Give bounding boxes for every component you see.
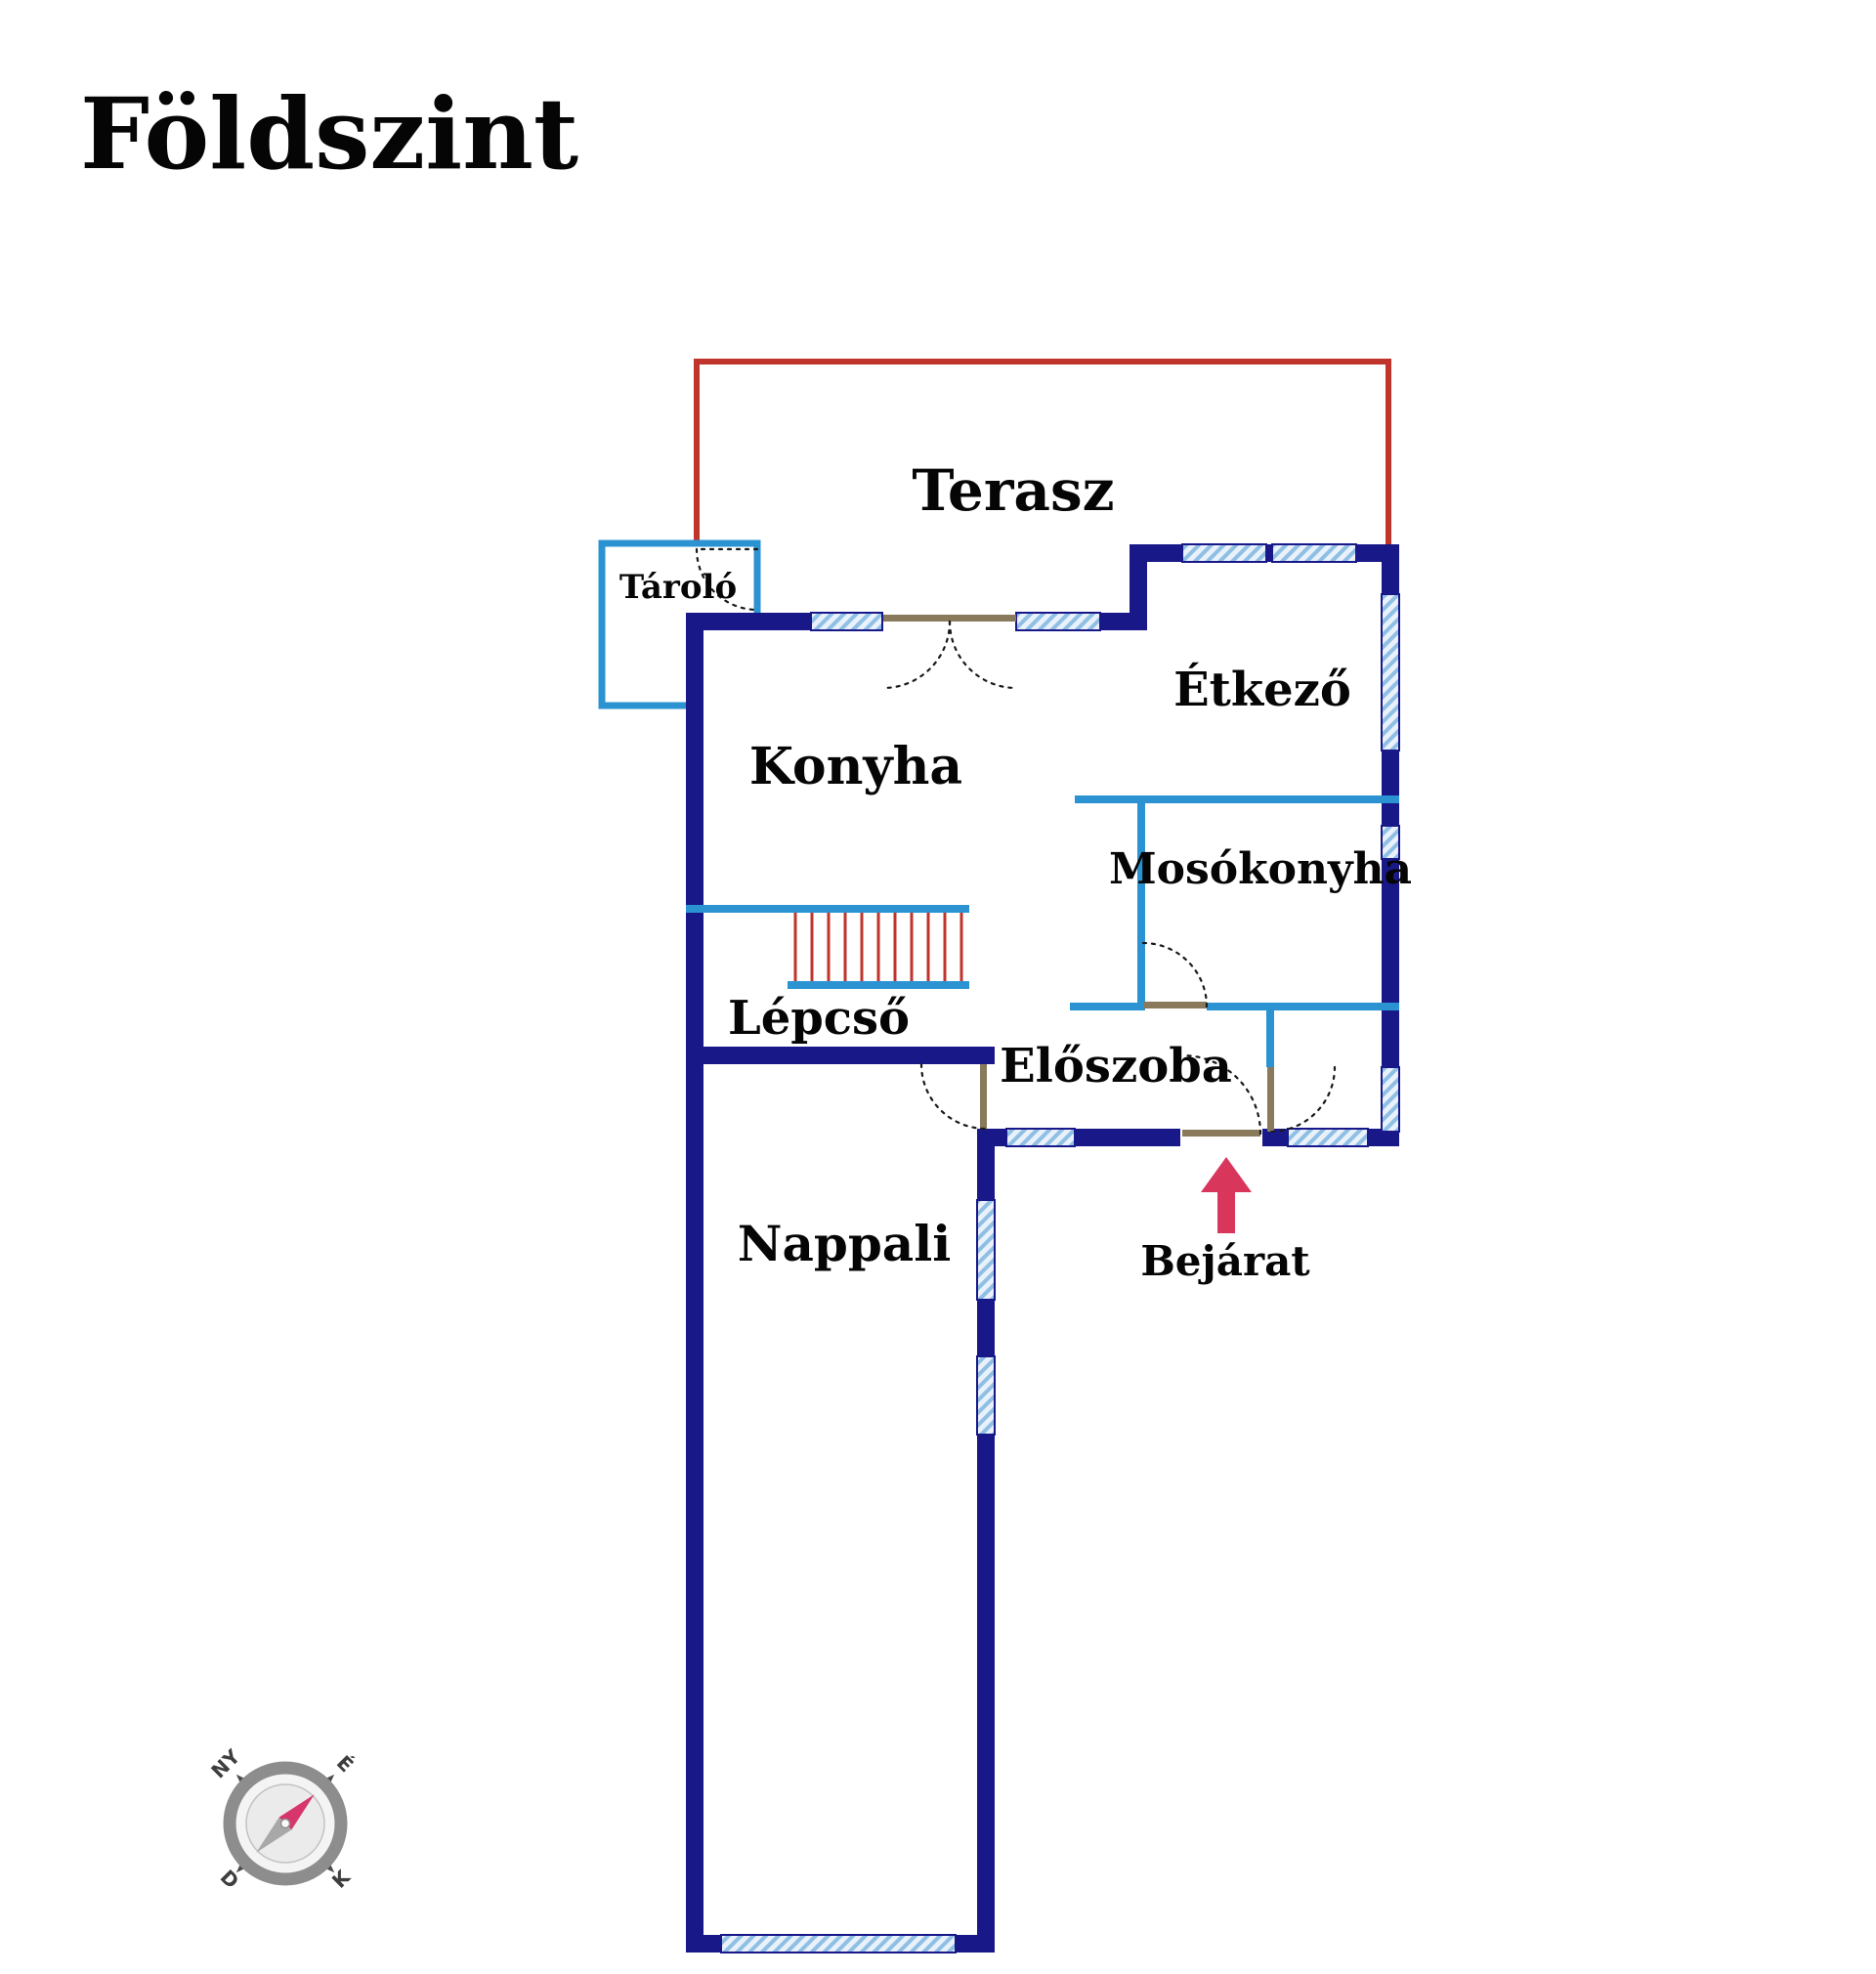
terrace-boundary-line <box>694 359 1391 547</box>
label-bejarat: Bejárat <box>1140 1237 1310 1285</box>
window-livingroom-2 <box>976 1355 996 1436</box>
kitchen-door-left-swing-arc <box>881 620 952 690</box>
window-dining-1 <box>1181 543 1267 563</box>
doors <box>881 615 1337 1137</box>
window-kitchen-top-right <box>1015 612 1101 631</box>
label-etkezo: Étkező <box>1173 662 1351 717</box>
terrace-outline <box>694 359 1391 547</box>
entrance-marker: Bejárat <box>1140 1157 1310 1285</box>
stairs-rail-bottom <box>788 981 969 989</box>
room-labels: Terasz Tároló Étkező Konyha Mosókonyha L… <box>619 457 1412 1272</box>
wall-dining-laundry <box>1075 795 1399 803</box>
stairs <box>793 913 963 981</box>
label-tarolo: Tároló <box>619 568 737 607</box>
closet-door-leaf <box>1267 1067 1274 1132</box>
wall-laundry-hall-right <box>1207 1003 1399 1010</box>
closet-door-swing-arc <box>1268 1065 1337 1134</box>
wall-laundry-hall-left <box>1070 1003 1143 1010</box>
window-bottom-right-of-entrance <box>1287 1128 1369 1147</box>
kitchen-french-door-left-leaf <box>883 615 950 622</box>
livingroom-door-swing-arc <box>919 1062 988 1131</box>
interior-walls <box>686 795 1399 1067</box>
wall-hall-closet <box>1266 1010 1274 1067</box>
stairs-rail-top <box>686 905 969 913</box>
kitchen-door-right-swing-arc <box>948 620 1018 690</box>
label-nappali: Nappali <box>738 1215 951 1272</box>
window-hall-right <box>1381 1066 1400 1133</box>
label-eloszoba: Előszoba <box>1000 1039 1232 1094</box>
laundry-door-swing-arc <box>1141 941 1209 1008</box>
laundry-door-leaf <box>1143 1002 1207 1008</box>
compass-rose: NY É D K <box>206 1744 358 1893</box>
window-dining-right <box>1381 593 1400 751</box>
storage-room <box>598 539 761 709</box>
storage-wall <box>598 539 761 709</box>
window-kitchen-top-left <box>810 612 883 631</box>
entrance-arrow-icon <box>1201 1157 1252 1233</box>
entrance-door-leaf <box>1182 1130 1260 1137</box>
wall-livingroom-right <box>977 1129 995 1953</box>
compass-pivot <box>279 1818 291 1829</box>
wall-left <box>686 613 704 1953</box>
label-konyha: Konyha <box>749 737 962 796</box>
livingroom-door-leaf <box>980 1064 987 1129</box>
wall-stairs-divider <box>686 1047 995 1064</box>
window-livingroom-bottom <box>720 1934 957 1953</box>
kitchen-french-door-right-leaf <box>950 615 1016 622</box>
window-livingroom-1 <box>976 1199 996 1301</box>
wall-jog-vertical <box>1130 544 1147 630</box>
page-title: Földszint <box>80 76 578 192</box>
window-dining-2 <box>1271 543 1357 563</box>
window-laundry-right <box>1381 825 1400 860</box>
entrance-door-swing-arc <box>1180 1053 1262 1136</box>
storage-door-swing-arc <box>695 547 759 612</box>
label-terasz: Terasz <box>912 457 1114 524</box>
label-mosokonyha: Mosókonyha <box>1109 844 1412 894</box>
wall-laundry-left <box>1137 795 1145 1010</box>
window-bottom-left-of-entrance <box>1005 1128 1076 1147</box>
windows <box>720 543 1400 1953</box>
label-lepcso: Lépcső <box>728 991 910 1046</box>
